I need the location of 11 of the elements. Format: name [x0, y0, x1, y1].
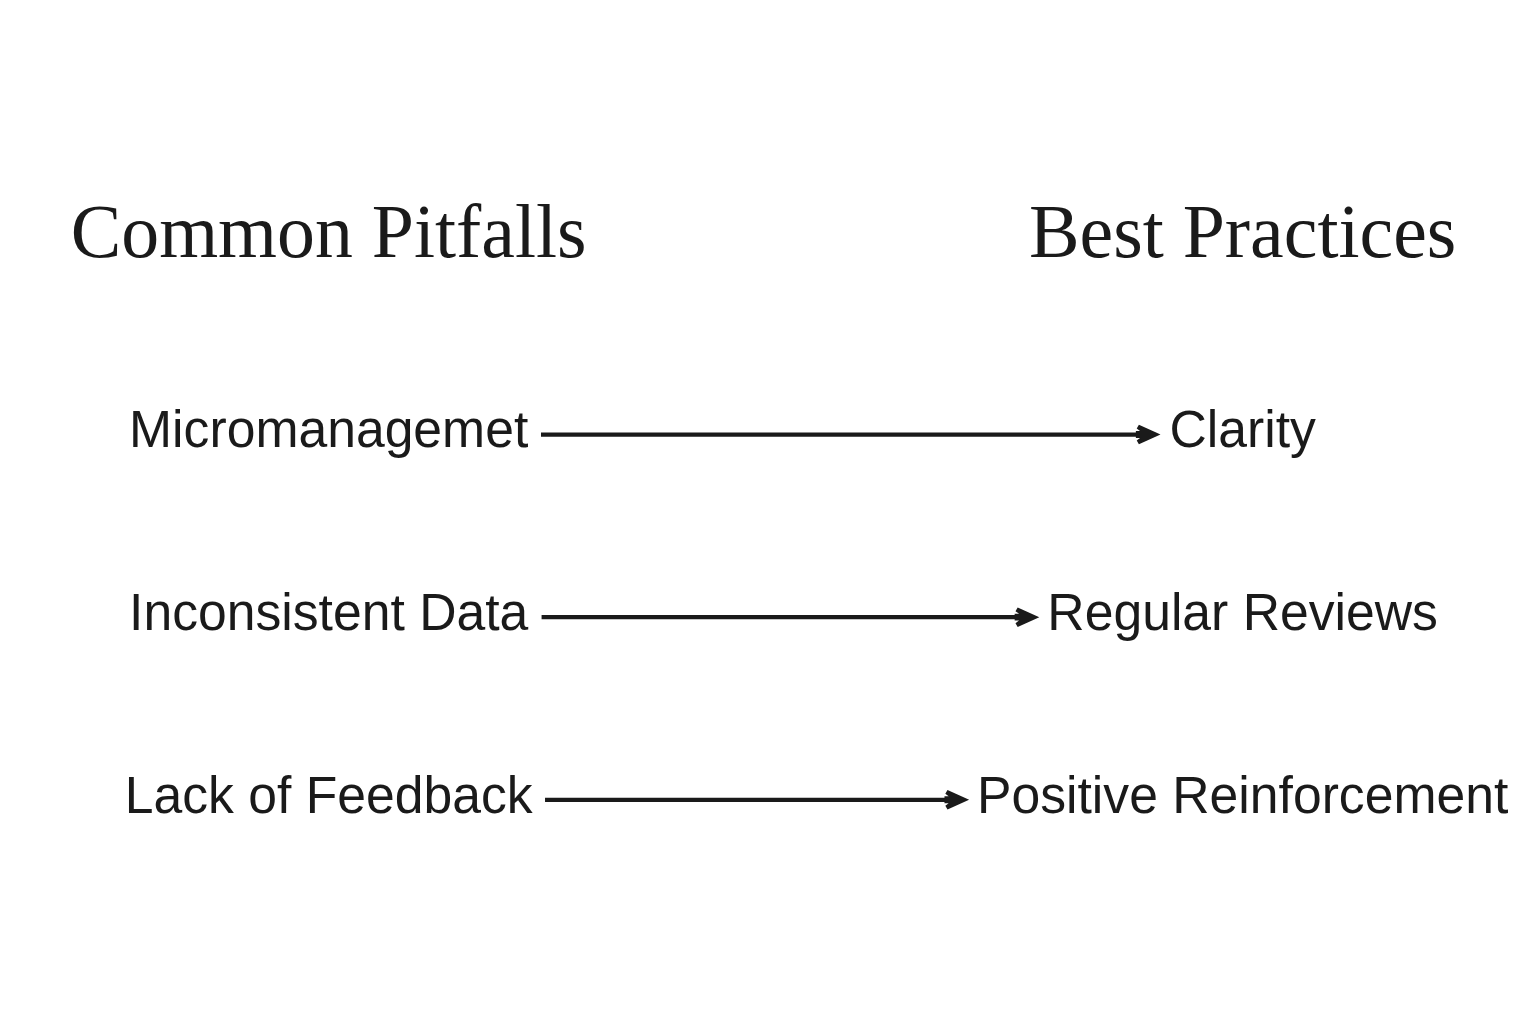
node-text: Regular Reviews — [1047, 582, 1438, 641]
node-text: Lack of Feedback — [124, 765, 533, 824]
node-text: Positive Reinforcement — [977, 765, 1509, 824]
node-text: Micromanagemet — [129, 399, 529, 458]
node-text: Clarity — [1169, 399, 1316, 458]
arrow — [541, 424, 1158, 444]
arrow — [541, 606, 1037, 627]
node-text: Inconsistent Data — [129, 582, 529, 641]
arrow — [545, 789, 966, 810]
label: Common Pitfalls — [70, 188, 587, 273]
label: Best Practices — [1029, 188, 1457, 273]
